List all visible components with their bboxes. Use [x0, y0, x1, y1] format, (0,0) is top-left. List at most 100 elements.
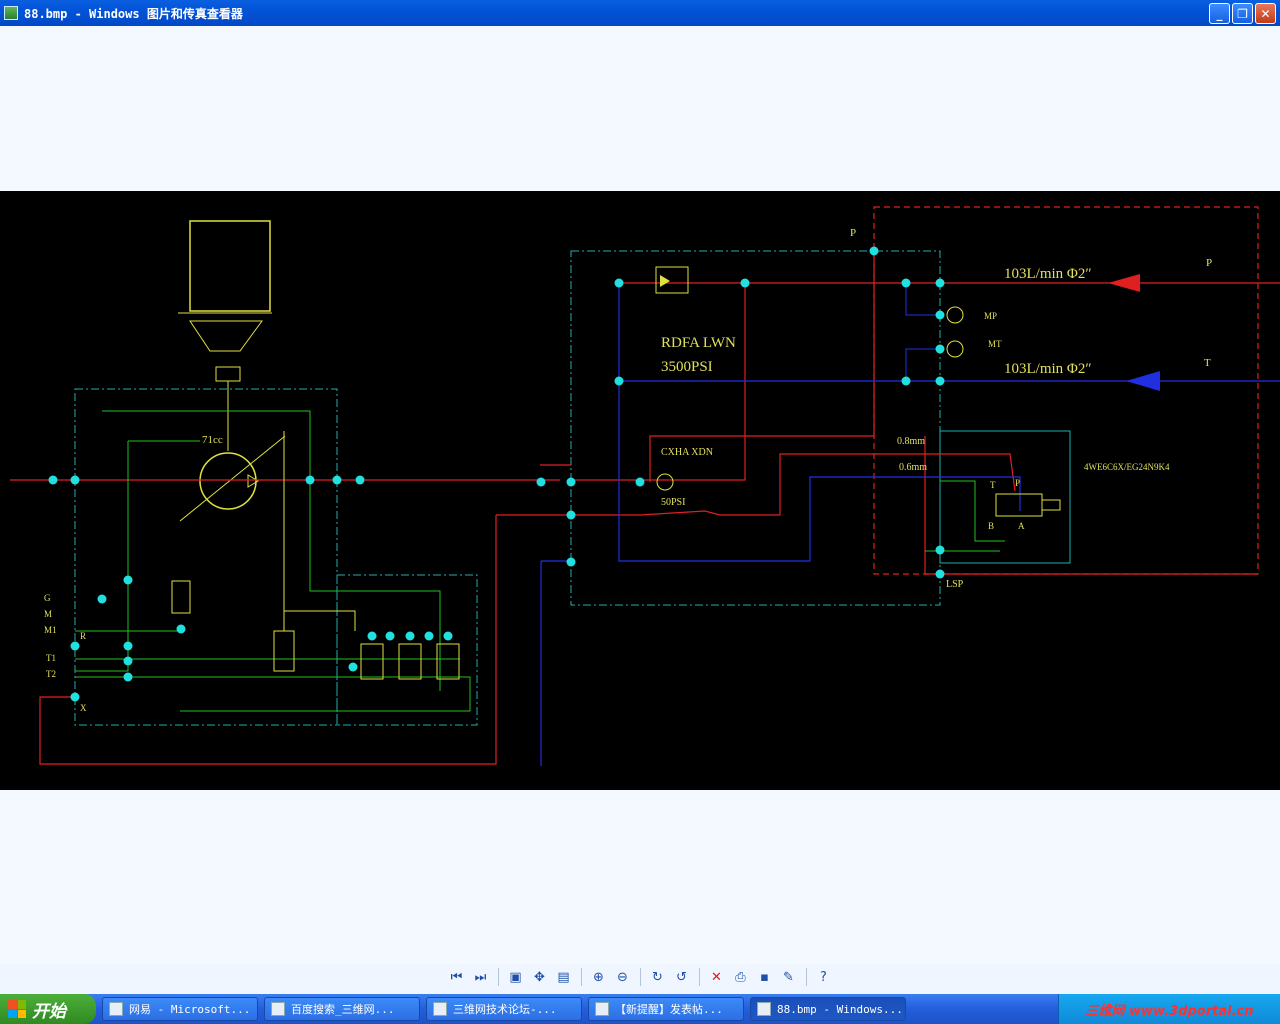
- delete-icon[interactable]: ✕: [711, 969, 722, 985]
- label-valve-pressure: 3500PSI: [661, 359, 713, 375]
- pump-direction: [247, 474, 259, 488]
- hydraulic-schematic-drawing: 71cc RDFA LWN 3500PSI CXHA XDN 50PSI 103…: [10, 206, 1280, 766]
- label-r: R: [80, 631, 86, 641]
- coupling: [215, 366, 241, 382]
- previous-image-icon[interactable]: ⏮: [450, 969, 463, 985]
- taskbar-item-baidu[interactable]: 百度搜索_三维网...: [264, 997, 420, 1021]
- directional-valve: [995, 493, 1043, 517]
- zoom-out-icon[interactable]: ⊖: [617, 969, 628, 985]
- label-mt: MT: [988, 339, 1002, 349]
- start-label: 开始: [32, 1001, 66, 1022]
- label-cap: 71cc: [202, 434, 223, 446]
- tray-brand: 三维网 www.3dportal.cn: [1085, 1003, 1254, 1019]
- dashed-boundary: [873, 206, 1259, 575]
- label-orifice2: 0.6mm: [899, 462, 927, 473]
- label-g: G: [44, 593, 51, 603]
- toolbar-separator: [698, 968, 700, 986]
- help-icon[interactable]: ?: [820, 969, 827, 985]
- window-title: 88.bmp - Windows 图片和传真查看器: [24, 6, 243, 21]
- hydraulic-schematic-image: 71cc RDFA LWN 3500PSI CXHA XDN 50PSI 103…: [0, 191, 1280, 790]
- pump-frame: [74, 388, 338, 726]
- label-m1: M1: [44, 625, 57, 635]
- label-flow-bottom: 103L/min Φ2″: [1004, 361, 1092, 377]
- label-valve-b: B: [988, 521, 994, 531]
- actual-size-icon[interactable]: ✥: [534, 969, 545, 985]
- taskbar-item-post[interactable]: 【新提醒】发表帖...: [588, 997, 744, 1021]
- toolbar-separator: [497, 968, 499, 986]
- task-label: 百度搜索_三维网...: [291, 1003, 395, 1016]
- label-valve-name: RDFA LWN: [661, 335, 736, 351]
- taskbar-item-forum[interactable]: 三维网技术论坛-...: [426, 997, 582, 1021]
- motor-symbol: [189, 220, 271, 312]
- valve-pilot-lines: [925, 480, 1005, 552]
- pressure-arrow: [1108, 274, 1140, 292]
- ie-icon: [109, 1002, 123, 1016]
- taskbar-item-image-viewer[interactable]: 88.bmp - Windows...: [750, 997, 906, 1021]
- pressure-line-return: [39, 515, 497, 765]
- windows-logo-icon: [8, 1000, 26, 1018]
- label-valve-a: A: [1018, 521, 1025, 531]
- taskbar-item-netease[interactable]: 网易 - Microsoft...: [102, 997, 258, 1021]
- restore-button[interactable]: ❐: [1232, 3, 1253, 24]
- print-icon[interactable]: ⎙: [735, 969, 746, 985]
- relief-valve-arrow: [660, 275, 670, 287]
- motor-mount: [178, 312, 272, 352]
- label-x: X: [80, 703, 87, 713]
- manifold-frame: [570, 250, 941, 606]
- task-label: 【新提醒】发表帖...: [615, 1003, 723, 1016]
- pressure-line-sense: [649, 251, 875, 482]
- label-port-p-top: P: [850, 227, 856, 239]
- viewer-toolbar: ⏮ ⏭ ▣ ✥ ▤ ⊕ ⊖ ↻ ↺ ✕ ⎙ ▪ ✎?: [0, 962, 1280, 992]
- toolbar-separator: [805, 968, 807, 986]
- tank-line-drain: [618, 283, 1021, 562]
- pilot-lines: [75, 410, 471, 712]
- toolbar-separator: [580, 968, 582, 986]
- start-button[interactable]: 开始: [0, 994, 96, 1024]
- stroke-piston: [273, 630, 295, 672]
- pilot-valve-1: [360, 643, 384, 680]
- window-title-bar[interactable]: 88.bmp - Windows 图片和传真查看器 _ ❐ ✕: [0, 0, 1280, 26]
- save-icon[interactable]: ▪: [760, 969, 769, 985]
- solenoid: [1041, 499, 1061, 511]
- label-check-pressure: 50PSI: [661, 497, 685, 508]
- label-port-p-right: P: [1206, 257, 1212, 269]
- minimize-button[interactable]: _: [1209, 3, 1230, 24]
- label-valve-t: T: [990, 480, 996, 490]
- close-button[interactable]: ✕: [1255, 3, 1276, 24]
- pressure-line-lsp: [924, 436, 1258, 575]
- image-viewer-icon: [757, 1002, 771, 1016]
- gauge-mp-symbol: [946, 306, 964, 324]
- tank-arrow: [1126, 371, 1160, 391]
- image-viewer-icon: [4, 6, 18, 20]
- zoom-in-icon[interactable]: ⊕: [593, 969, 604, 985]
- label-check-name: CXHA XDN: [661, 447, 713, 458]
- label-t2: T2: [46, 669, 56, 679]
- pilot-valve-2: [398, 643, 422, 680]
- pressure-line-load: [496, 453, 1016, 516]
- label-flow-top: 103L/min Φ2″: [1004, 266, 1092, 282]
- label-lsp: LSP: [946, 579, 964, 590]
- valve-frame: [939, 430, 1071, 564]
- label-mp: MP: [984, 311, 997, 321]
- next-image-icon[interactable]: ⏭: [474, 969, 487, 985]
- pump-symbol: [199, 452, 257, 510]
- rotate-counterclockwise-icon[interactable]: ↺: [676, 969, 687, 985]
- windows-taskbar: 开始 网易 - Microsoft... 百度搜索_三维网... 三维网技术论坛…: [0, 994, 1280, 1024]
- edit-icon[interactable]: ✎: [783, 969, 794, 985]
- task-label: 网易 - Microsoft...: [129, 1003, 251, 1016]
- gauge-lines: [905, 283, 940, 381]
- gauge-mt-symbol: [946, 340, 964, 358]
- best-fit-icon[interactable]: ▣: [509, 969, 522, 985]
- label-directional-valve: 4WE6C6X/EG24N9K4: [1084, 462, 1170, 472]
- slideshow-icon[interactable]: ▤: [557, 969, 570, 985]
- system-tray: 三维网 www.3dportal.cn: [1058, 994, 1280, 1024]
- rotate-clockwise-icon[interactable]: ↻: [652, 969, 663, 985]
- check-valve-symbol: [656, 473, 674, 491]
- ie-icon: [433, 1002, 447, 1016]
- pilot-valve-3: [436, 643, 460, 680]
- tank-line-case: [540, 560, 571, 766]
- ie-icon: [271, 1002, 285, 1016]
- label-orifice1: 0.8mm: [897, 436, 925, 447]
- task-label: 88.bmp - Windows...: [777, 1002, 903, 1016]
- label-t1: T1: [46, 653, 56, 663]
